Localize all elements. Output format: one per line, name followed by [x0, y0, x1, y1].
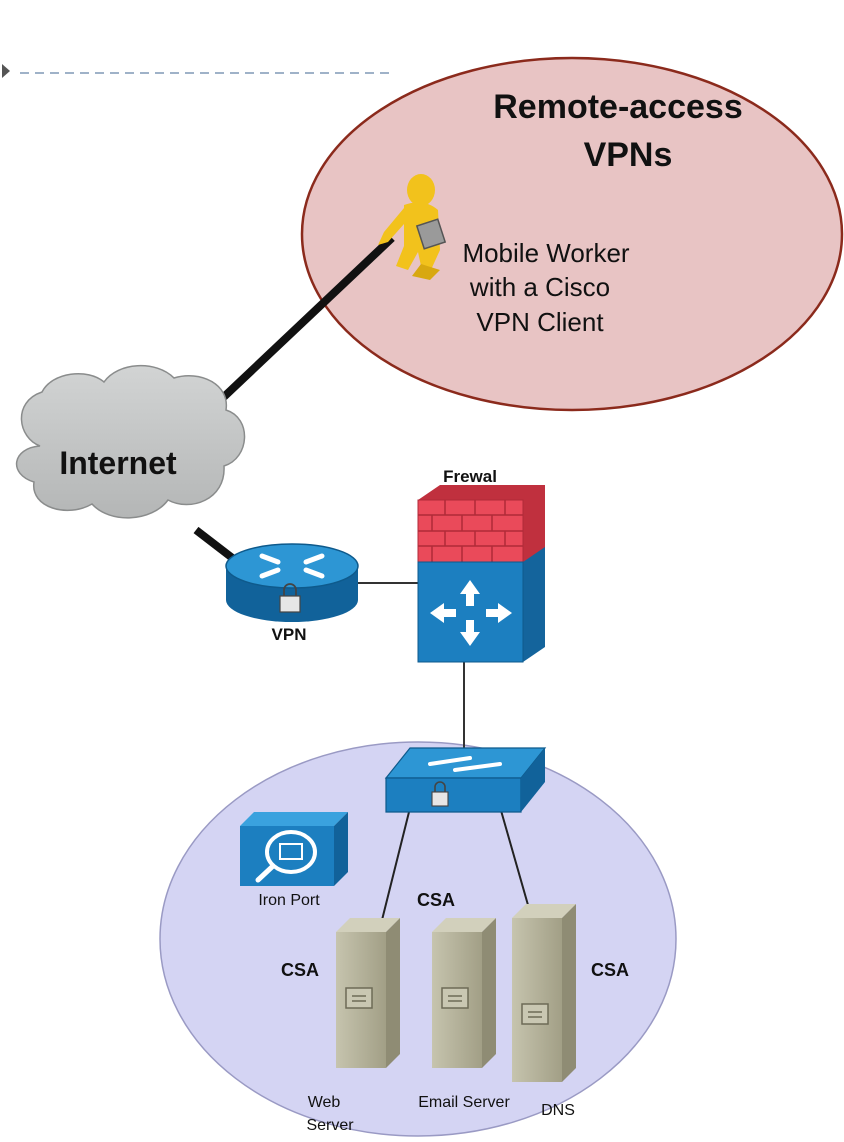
- csa-label-top: CSA: [417, 890, 455, 910]
- email-server-label: Email Server: [418, 1094, 510, 1111]
- worker-label-line3: VPN Client: [476, 307, 604, 337]
- web-server-label-line1: Web: [308, 1094, 341, 1111]
- worker-label-line1: Mobile Worker: [462, 238, 629, 268]
- firewall-icon: [417, 485, 545, 663]
- vpn-router-icon: [225, 543, 359, 622]
- internet-label: Internet: [59, 445, 177, 481]
- remote-title-line2: VPNs: [584, 136, 673, 174]
- ironport-label: Iron Port: [258, 892, 320, 909]
- dns-server-icon: [512, 904, 576, 1082]
- dns-label: DNS: [541, 1102, 575, 1119]
- mobile-worker-icon: [378, 174, 447, 280]
- remote-title-line1: Remote-access: [493, 88, 742, 126]
- remote-access-zone: [300, 56, 844, 412]
- switch-web-link: [381, 799, 413, 921]
- remote-vpn-link: [207, 235, 395, 413]
- ironport-icon: [240, 812, 348, 886]
- csa-label-right: CSA: [591, 960, 629, 980]
- web-server-icon: [336, 918, 400, 1068]
- switch-icon: [384, 747, 547, 813]
- switch-dns-link: [497, 799, 529, 906]
- worker-label-line2: with a Cisco: [469, 272, 610, 302]
- firewall-label: Frewal: [443, 467, 497, 486]
- vpn-router-label: VPN: [272, 625, 307, 644]
- csa-label-left: CSA: [281, 960, 319, 980]
- web-server-label-line2: Server: [306, 1117, 354, 1134]
- internet-cloud-icon: [16, 365, 246, 519]
- slide-marker-icon: [2, 64, 10, 78]
- email-server-icon: [432, 918, 496, 1068]
